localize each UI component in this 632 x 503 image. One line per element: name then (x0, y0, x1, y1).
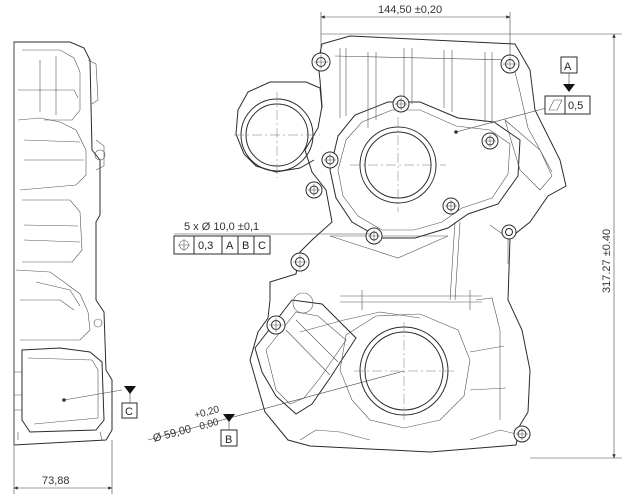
flatness-tolerance: 0,5 (568, 100, 583, 112)
hole-callout-text: 5 x Ø 10,0 ±0,1 (184, 221, 259, 233)
hole-callout: 5 x Ø 10,0 ±0,1 0,3 A B C (173, 221, 372, 255)
position-datum-3: C (258, 240, 266, 252)
datum-c-symbol: C (62, 386, 138, 419)
position-tolerance: 0,3 (198, 240, 213, 252)
side-view (13, 41, 113, 446)
dim-width-top: 144,50 ±0,20 (378, 4, 442, 16)
position-datum-2: B (242, 240, 249, 252)
dim-height-right: 317.27 ±0.40 (601, 229, 613, 293)
flatness-icon (548, 99, 563, 111)
datum-a-label: A (564, 61, 572, 73)
datum-b-label: B (225, 434, 232, 446)
bolt-holes (266, 52, 531, 443)
front-view (234, 35, 567, 453)
bore-diameter: Ø 59,00 (152, 423, 193, 445)
position-datum-1: A (226, 240, 234, 252)
bore-callout: Ø 59,00 +0,20 0,00 B (147, 370, 405, 447)
datum-c-label: C (125, 406, 133, 418)
bore-lower-tol: 0,00 (198, 417, 220, 433)
dim-width-side: 73,88 (42, 475, 70, 487)
flatness-frame: 0,5 (544, 95, 591, 115)
datum-a-symbol: A (454, 56, 578, 134)
